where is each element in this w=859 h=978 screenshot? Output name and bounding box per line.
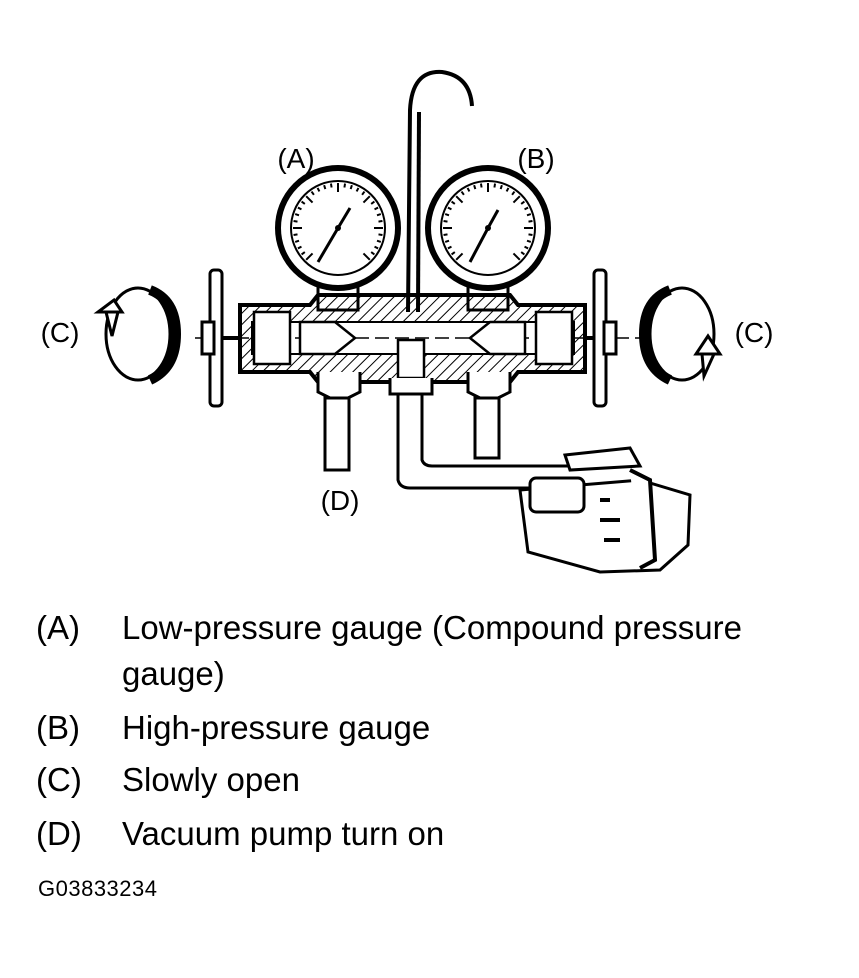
gauge-tick [376,239,382,243]
gauge-tick [526,239,532,243]
gauge-tick [493,183,497,188]
gauge-tick [378,219,383,223]
legend-item-c: (C) Slowly open [0,757,859,813]
legend-key: (A) [36,609,80,646]
legend-item-d: (D) Vacuum pump turn on [0,811,859,867]
gauge-tick [378,233,383,237]
gauge-tick [512,195,521,204]
gauge-tick [447,245,452,250]
gauge-tick [305,252,314,261]
gauge-tick [520,251,525,256]
gauge-tick [362,252,371,261]
gauge-tick [443,233,448,237]
legend-item-b: (B) High-pressure gauge [0,705,859,761]
callout-b: (B) [517,143,554,174]
gauge-tick [444,213,450,217]
vacuum-pump-icon [518,446,692,574]
right-valve-handwheel [585,268,618,408]
rotation-arrow-icon [638,285,723,385]
low-pressure-gauge-icon [275,165,401,312]
gauge-tick [451,200,456,205]
hanger-hook-icon [406,69,474,313]
gauge-tick [293,219,298,223]
gauge-tick [528,219,533,223]
gauge-tick [297,206,302,211]
gauge-tick [528,233,533,237]
gauge-tick [447,206,452,211]
gauge-tick [374,206,379,211]
gauge-tick [343,183,347,188]
legend-key: (B) [36,709,80,746]
left-valve-handwheel [200,268,240,408]
gauge-tick [505,187,510,192]
legend-key: (D) [36,815,82,852]
callout-d: (D) [321,485,360,516]
gauge-tick [355,187,360,192]
gauge-tick [443,219,448,223]
gauge-tick [305,195,314,204]
gauge-tick [455,252,464,261]
gauge-tick [301,200,306,205]
gauge-tick [370,251,375,256]
callout-a: (A) [277,143,314,174]
gauge-tick [301,251,306,256]
gauge-tick [524,245,529,250]
legend-key: (C) [36,761,82,798]
gauge-tick [455,195,464,204]
gauge-tick [524,206,529,211]
gauge-tick [473,184,477,190]
hose-fittings [316,372,572,490]
high-pressure-gauge-icon [425,165,551,312]
gauge-tick [294,213,300,217]
gauge-tick [460,191,465,196]
gauge-tick [293,233,298,237]
legend-text: Vacuum pump turn on [122,815,445,852]
gauge-tick [329,183,333,188]
legend-text: High-pressure gauge [122,709,431,746]
legend-item-a: (A) Low-pressure gauge (Compound pressur… [0,605,859,692]
gauge-tick [444,239,450,243]
gauge-tick [297,245,302,250]
gauge-tick [512,252,521,261]
gauge-tick [310,191,315,196]
gauge-tick [362,195,371,204]
gauge-tick [376,213,382,217]
rotation-arrow-icon [93,285,182,385]
gauge-tick [466,187,471,192]
manifold-body [195,293,640,384]
gauge-tick [526,213,532,217]
callout-c-right: (C) [735,317,774,348]
gauge-tick [511,191,516,196]
gauge-tick [499,184,503,190]
gauge-tick [294,239,300,243]
gauge-tick [374,245,379,250]
gauge-tick [323,184,327,190]
legend-text: Slowly open [122,761,300,798]
gauge-tick [520,200,525,205]
gauge-tick [451,251,456,256]
manifold-gauge-diagram: (A) (B) (C) (C) (D) [41,69,774,574]
gauge-tick [349,184,353,190]
gauge-tick [361,191,366,196]
callout-c-left: (C) [41,317,80,348]
gauge-tick [479,183,483,188]
figure-code: G03833234 [38,876,158,901]
legend-text: Low-pressure gauge (Compound pressure ga… [122,609,743,692]
gauge-tick [316,187,321,192]
gauge-tick [370,200,375,205]
